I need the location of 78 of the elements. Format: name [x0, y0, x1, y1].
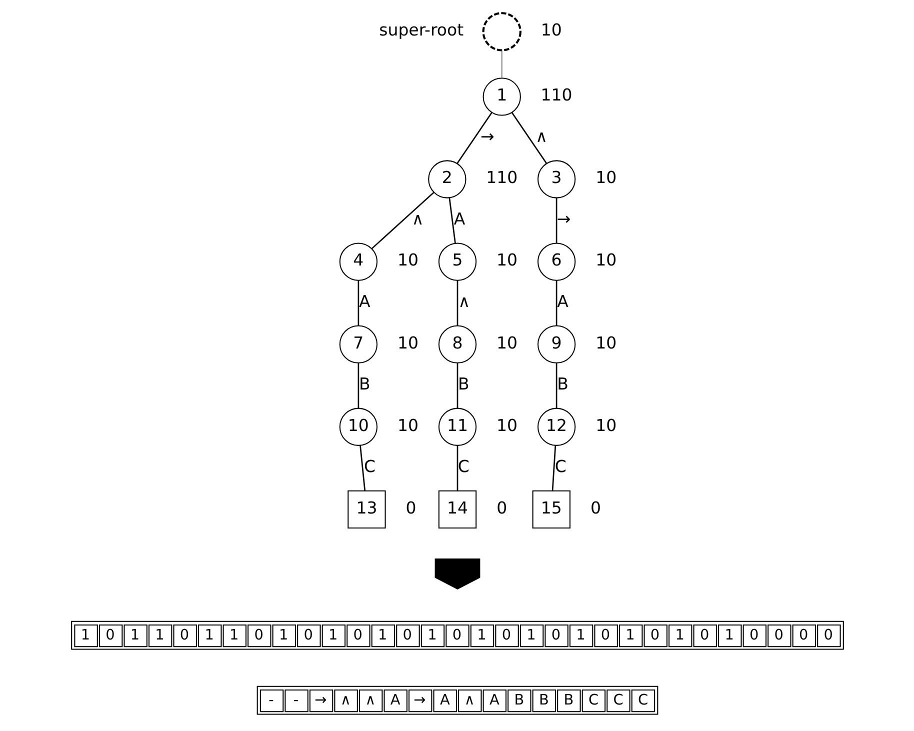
edge-label: ∧ [458, 291, 470, 310]
node-label: 10 [595, 332, 616, 352]
edge-label: A [453, 208, 465, 228]
label: ∧ [364, 692, 376, 708]
edge-label: A [358, 291, 370, 310]
label: A [488, 692, 499, 708]
edge-label: B [556, 374, 568, 394]
label: → [314, 692, 326, 708]
label: 0 [600, 627, 610, 644]
label: 0 [303, 627, 312, 644]
label: 0 [650, 627, 660, 644]
label: - [292, 692, 298, 708]
label: C [638, 692, 648, 708]
label: 0 [550, 627, 560, 644]
label: 1 [80, 627, 90, 644]
label: 0 [452, 627, 462, 644]
label: B [538, 692, 548, 708]
label: → [413, 692, 426, 708]
label: 1 [328, 627, 338, 644]
label: 1 [476, 627, 486, 644]
label: 0 [105, 627, 114, 644]
label: A [439, 692, 450, 708]
label: 1 [674, 627, 684, 644]
label: 0 [352, 627, 362, 644]
label: 1 [625, 627, 634, 644]
edge-label: → [556, 208, 570, 228]
label: 0 [798, 627, 808, 644]
node-label: 10 [496, 250, 518, 270]
label: 0 [748, 627, 758, 644]
edge-label: ∧ [535, 126, 548, 146]
label: 0 [254, 627, 263, 644]
label: 1 [130, 627, 140, 644]
label: 0 [402, 627, 412, 644]
node-label: 0 [496, 498, 507, 517]
label: 1 [427, 627, 436, 644]
node-label: 10 [595, 415, 616, 434]
label: ∧ [340, 692, 350, 708]
node-label: 10 [396, 250, 418, 270]
label: 1 [576, 627, 585, 644]
edge-label: A [556, 291, 568, 310]
label: ∧ [464, 692, 474, 708]
edge-label: B [458, 374, 469, 394]
node-label: 10 [396, 332, 418, 352]
edge-label: B [358, 374, 370, 394]
node-label: 10 [595, 250, 616, 270]
edge-label: C [364, 456, 376, 476]
node-label: 10 [595, 168, 616, 187]
label: B [514, 692, 524, 708]
edge-label: → [480, 126, 494, 146]
label: 1 [724, 627, 734, 644]
node-label: 10 [496, 415, 518, 434]
label: 0 [501, 627, 511, 644]
node-label: 0 [590, 498, 601, 517]
label: 1 [154, 627, 164, 644]
label: 1 [204, 627, 214, 644]
node-label: 110 [486, 168, 518, 187]
node-label: super-root [378, 20, 464, 40]
edge-label: C [554, 456, 566, 476]
label: 1 [228, 627, 238, 644]
node-label: 0 [405, 498, 416, 517]
label: 1 [278, 627, 288, 644]
edge-label: C [457, 456, 469, 476]
node-label: 10 [396, 415, 418, 434]
label: 0 [823, 627, 832, 644]
label: - [268, 692, 274, 708]
node-label: 110 [540, 85, 572, 104]
label: 0 [774, 627, 783, 644]
label: B [563, 692, 574, 708]
label: 0 [699, 627, 709, 644]
label: C [588, 692, 598, 708]
label: A [390, 692, 400, 708]
node-label: 10 [540, 20, 562, 40]
label: 0 [179, 627, 189, 644]
node-label: 10 [496, 332, 518, 352]
label: 1 [378, 627, 387, 644]
label: C [612, 692, 623, 708]
label: 1 [526, 627, 536, 644]
edge-label: ∧ [411, 208, 424, 228]
